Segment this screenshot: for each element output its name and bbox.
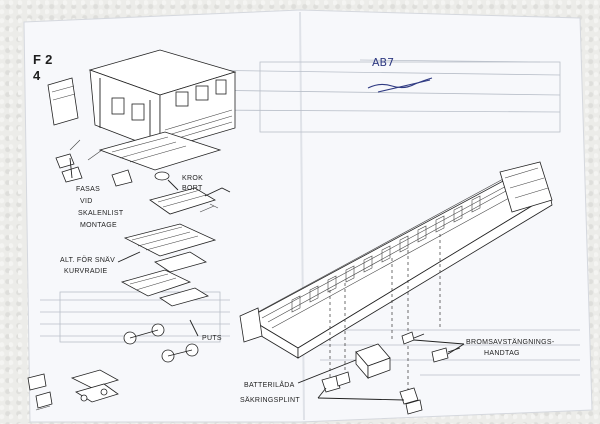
label-bort: BORT bbox=[182, 185, 203, 192]
leader-lines-right bbox=[297, 339, 465, 401]
label-montage: MONTAGE bbox=[80, 222, 117, 229]
end-plate bbox=[47, 77, 79, 126]
leader-lines-left bbox=[69, 157, 199, 337]
label-skalenlist: SKALENLIST bbox=[78, 210, 124, 217]
page-code: F 2 bbox=[33, 52, 53, 67]
label-handtag: HANDTAG bbox=[484, 350, 520, 357]
label-krok: KROK bbox=[182, 175, 203, 182]
coach-underside bbox=[239, 161, 553, 359]
handwritten-scribble bbox=[367, 77, 433, 93]
battery-box bbox=[355, 343, 391, 380]
wheelsets bbox=[123, 323, 199, 363]
bottom-left-parts bbox=[27, 369, 120, 411]
fuse-block-parts bbox=[321, 371, 423, 415]
label-alt-for-snav: ALT. FÖR SNÄV bbox=[60, 256, 115, 264]
bleed-through-drawing bbox=[40, 59, 580, 376]
label-puts: PUTS bbox=[202, 335, 222, 342]
coach-windows bbox=[291, 195, 481, 313]
bogie-frame bbox=[120, 223, 217, 307]
upper-car-body bbox=[88, 49, 237, 151]
label-bromsavstangnings: BROMSAVSTÄNGNINGS- bbox=[466, 338, 555, 346]
small-parts-left bbox=[55, 139, 133, 187]
label-sakringsplint: SÄKRINGSPLINT bbox=[240, 396, 300, 404]
label-batterilada: BATTERILÅDA bbox=[244, 380, 295, 389]
label-fasas: FASAS bbox=[76, 186, 100, 193]
floor-interior bbox=[98, 131, 222, 215]
label-kurvradie: KURVRADIE bbox=[64, 268, 107, 275]
label-vid: VID bbox=[80, 198, 93, 205]
handwritten-note: AB7 bbox=[372, 56, 394, 69]
page-number: 4 bbox=[33, 68, 41, 83]
assembly-dash-lines bbox=[329, 234, 441, 392]
coupler-hook bbox=[199, 187, 231, 213]
